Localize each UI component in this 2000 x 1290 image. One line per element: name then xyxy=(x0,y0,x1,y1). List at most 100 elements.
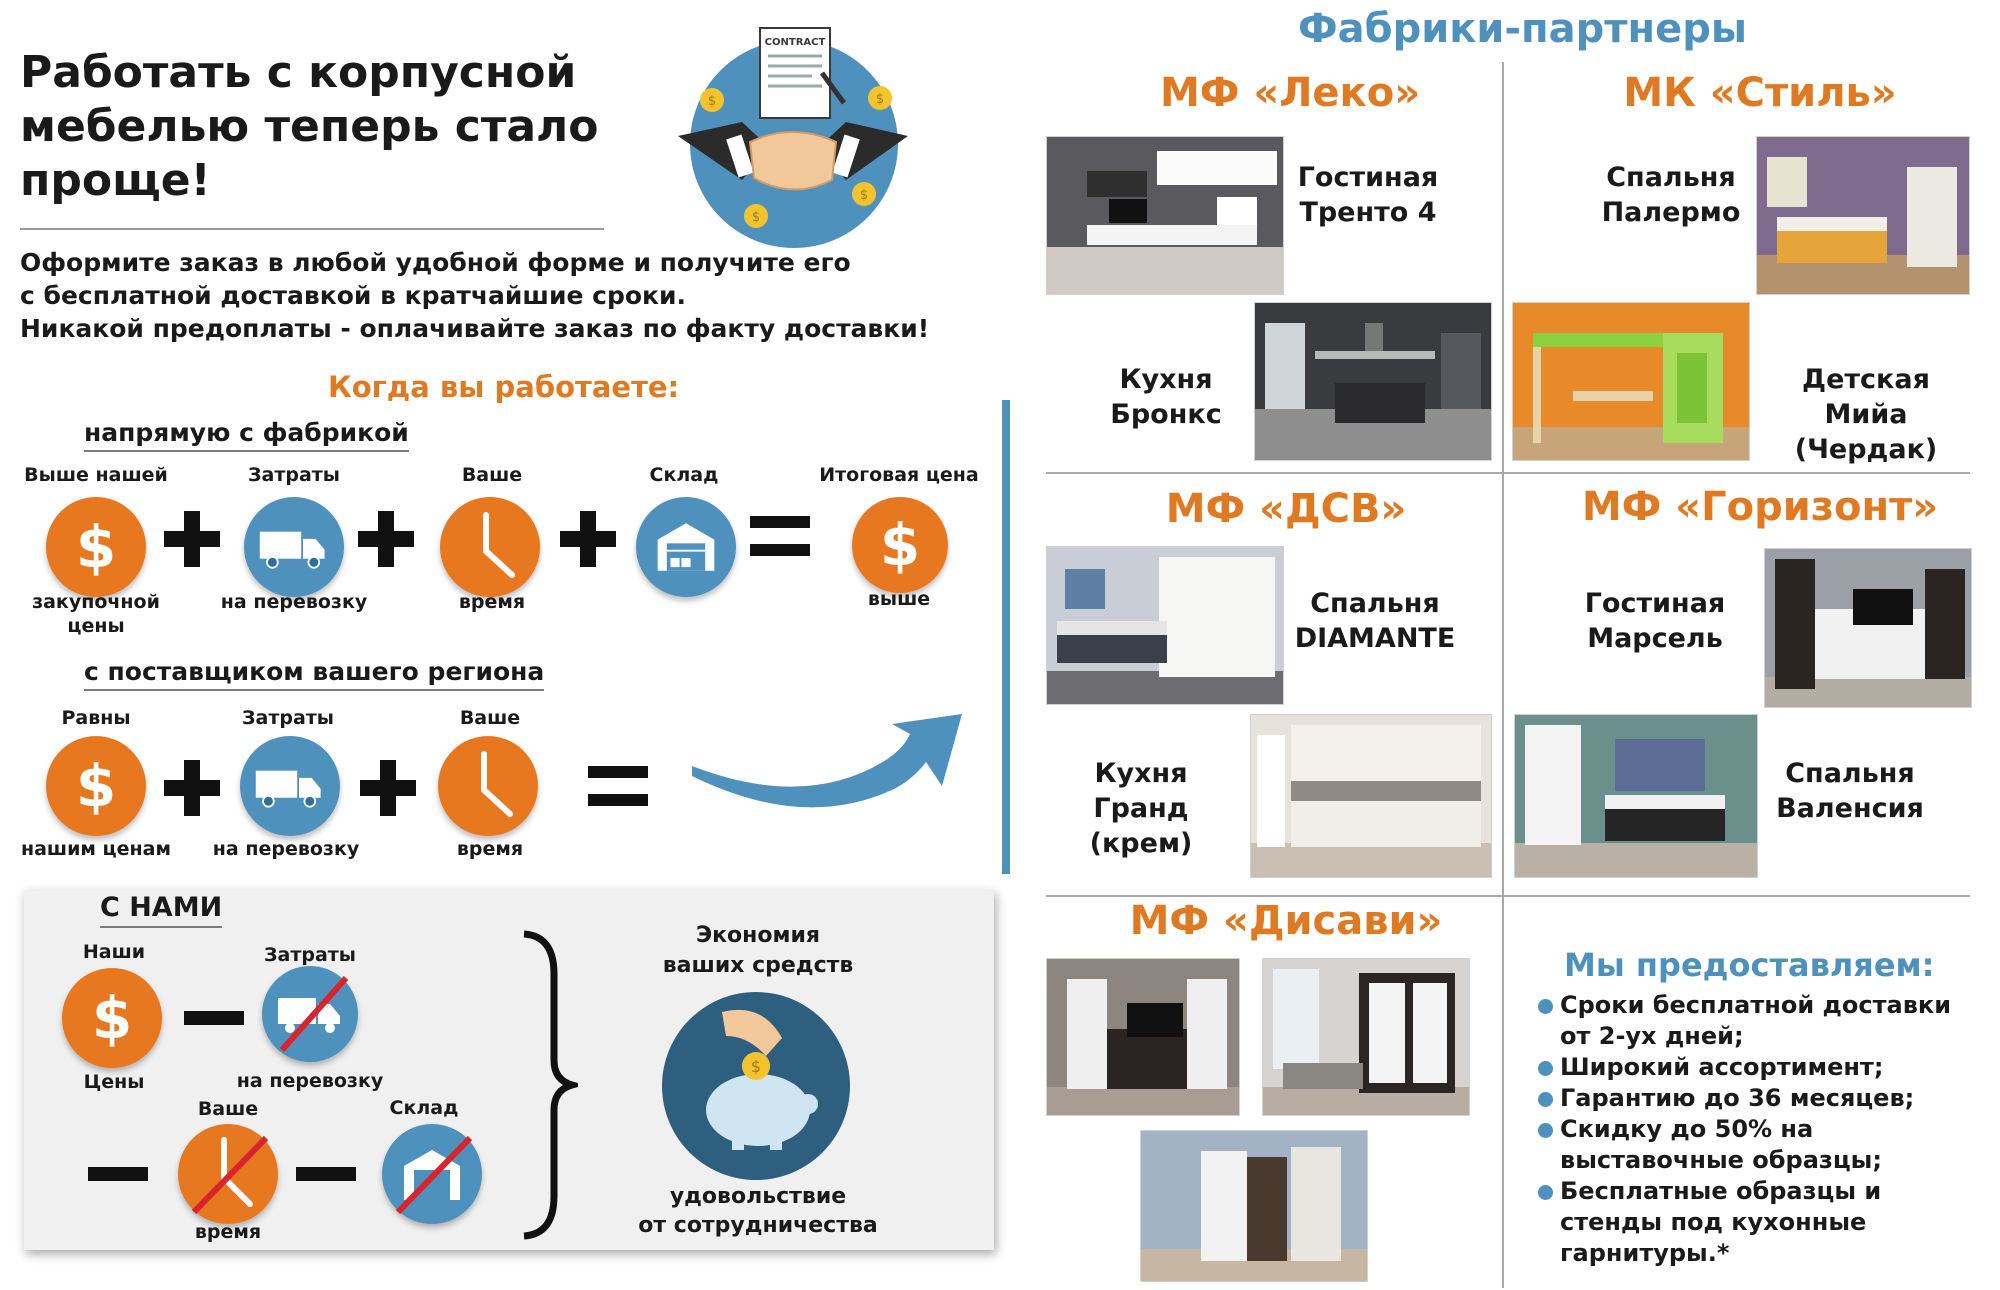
svg-text:$: $ xyxy=(860,188,868,203)
savings-label: Экономия xyxy=(695,923,821,948)
headline: Работать с корпусной мебелью теперь стал… xyxy=(20,47,599,206)
grid-horizontal-divider xyxy=(1046,895,1970,897)
direct-bottom-label: время xyxy=(458,591,526,613)
equals-sign xyxy=(588,766,648,806)
partners-title: Фабрики-партнеры xyxy=(1298,6,1748,52)
photo-disavi-hallway xyxy=(1140,1130,1368,1282)
plus-sign xyxy=(164,511,220,567)
plus-sign xyxy=(358,511,414,567)
with-us-time-bottom: время xyxy=(194,1221,262,1243)
when-heading: Когда вы работаете: xyxy=(328,370,680,404)
lead-line: с бесплатной доставкой в кратчайшие срок… xyxy=(20,281,686,310)
with-us-transport-top: Затраты xyxy=(264,944,356,966)
svg-text:$: $ xyxy=(751,1057,761,1076)
list-item: Гарантию до 36 месяцев; xyxy=(1536,1083,1986,1114)
dollar-icon: $ xyxy=(62,968,162,1068)
pleasure-label-2: от сотрудничества xyxy=(638,1213,878,1238)
dollar-icon: $ xyxy=(46,736,146,836)
plus-sign xyxy=(164,760,220,816)
direct-bottom-label: закупочной цены xyxy=(32,591,160,637)
with-us-price-top: Наши xyxy=(82,941,146,963)
truck-icon xyxy=(244,497,344,597)
crossed-clock-icon xyxy=(178,1124,278,1224)
savings-label-2: ваших средств xyxy=(662,953,854,978)
svg-text:$: $ xyxy=(876,92,884,107)
direct-top-label: Склад xyxy=(649,464,719,486)
handshake-contract-illustration: CONTRACT $ $ $ $ xyxy=(672,18,912,248)
with-us-title: С НАМИ xyxy=(100,892,223,928)
lead-line: Оформите заказ в любой удобной форме и п… xyxy=(20,248,851,277)
with-us-time-top: Ваше xyxy=(197,1098,259,1120)
photo-bedroom-palermo xyxy=(1756,136,1970,295)
photo-bedroom-valensia xyxy=(1514,714,1758,878)
list-item: Скидку до 50% на выставочные образцы; xyxy=(1536,1114,1986,1176)
photo-kitchen-grand xyxy=(1250,714,1492,878)
warehouse-icon xyxy=(636,497,736,597)
piggy-bank-icon: $ xyxy=(662,992,850,1180)
contract-label: CONTRACT xyxy=(765,37,826,48)
equals-sign xyxy=(750,516,810,556)
svg-text:$: $ xyxy=(752,210,760,225)
list-item: Сроки бесплатной доставки от 2-ух дней; xyxy=(1536,990,1986,1052)
truck-icon xyxy=(240,736,340,836)
lead-line: Никакой предоплаты - оплачивайте заказ п… xyxy=(20,314,930,343)
headline-divider xyxy=(20,228,604,230)
minus-sign xyxy=(88,1167,148,1181)
factory-stil-name: МК «Стиль» xyxy=(1623,70,1897,116)
factory-dsv-name: МФ «ДСВ» xyxy=(1165,486,1407,532)
clock-icon xyxy=(438,736,538,836)
crossed-truck-icon xyxy=(262,966,358,1062)
photo-kitchen-bronx xyxy=(1254,302,1492,461)
list-item: Бесплатные образцы и стенды под кухонные… xyxy=(1536,1176,1986,1269)
curved-arrow-icon xyxy=(686,670,966,820)
provide-title: Мы предоставляем: xyxy=(1564,946,1935,984)
plus-sign xyxy=(560,511,616,567)
curly-brace-icon xyxy=(514,930,586,1240)
clock-icon xyxy=(440,497,540,597)
photo-kids-room-miya xyxy=(1512,302,1750,461)
minus-sign xyxy=(296,1167,356,1181)
photo-living-room-trento xyxy=(1046,136,1284,295)
direct-title: напрямую с фабрикой xyxy=(84,418,409,452)
factory-disavi-name: МФ «Дисави» xyxy=(1129,898,1443,944)
photo-bedroom-diamante xyxy=(1046,546,1284,705)
regional-bottom-label: нашим ценам xyxy=(20,838,172,860)
regional-title: с поставщиком вашего региона xyxy=(84,657,545,691)
grid-vertical-divider xyxy=(1502,62,1504,1288)
crossed-warehouse-icon xyxy=(382,1124,482,1224)
regional-top-label: Ваше xyxy=(459,707,521,729)
regional-top-label: Затраты xyxy=(242,707,334,729)
lead-text: Оформите заказ в любой удобной форме и п… xyxy=(20,246,929,345)
regional-bottom-label: на перевозку xyxy=(212,838,360,860)
direct-top-label: Итоговая цена xyxy=(819,464,979,486)
pleasure-label: удовольствие xyxy=(669,1184,847,1209)
direct-top-label: Затраты xyxy=(248,464,340,486)
dollar-icon: $ xyxy=(46,497,146,597)
section-divider xyxy=(1002,400,1010,874)
direct-bottom-label: выше xyxy=(867,588,931,610)
with-us-warehouse-top: Склад xyxy=(389,1097,459,1119)
dollar-icon: $ xyxy=(852,497,948,593)
direct-bottom-label: на перевозку xyxy=(220,591,368,613)
direct-top-label: Ваше xyxy=(461,464,523,486)
grid-horizontal-divider xyxy=(1046,472,1970,474)
photo-disavi-wardrobe xyxy=(1262,958,1470,1116)
with-us-price-bottom: Цены xyxy=(83,1071,145,1093)
list-item: Широкий ассортимент; xyxy=(1536,1052,1986,1083)
factory-leko-name: МФ «Леко» xyxy=(1159,70,1421,116)
svg-text:$: $ xyxy=(708,94,716,109)
direct-top-label: Выше нашей xyxy=(24,464,168,486)
photo-disavi-wall-unit xyxy=(1046,958,1240,1116)
with-us-transport-bottom: на перевозку xyxy=(236,1070,384,1092)
regional-top-label: Равны xyxy=(61,707,131,729)
photo-living-room-marsel xyxy=(1764,548,1972,708)
minus-sign xyxy=(184,1011,244,1025)
regional-bottom-label: время xyxy=(456,838,524,860)
